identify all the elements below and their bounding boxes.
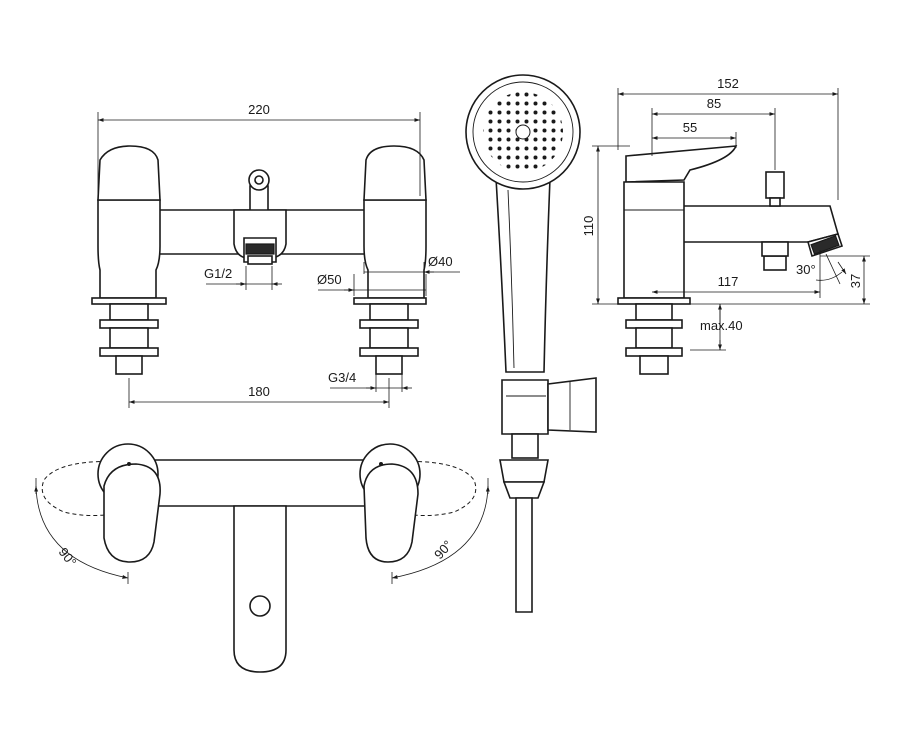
dim-deck-thickness: max.40 [700, 318, 743, 333]
right-lever-top [363, 463, 419, 563]
dim-spout-angle: 30° [796, 262, 816, 277]
dim-height: 110 [581, 216, 596, 237]
right-lever [363, 145, 427, 201]
dim-depth-spout-holder: 85 [707, 96, 721, 111]
top-view: 90° 90° [34, 443, 490, 673]
dim-spout-height: 37 [848, 274, 863, 288]
dim-centers: 180 [248, 384, 270, 399]
left-pillar [97, 199, 161, 299]
dim-inlet-thread: G3/4 [328, 370, 356, 385]
spout [679, 205, 839, 243]
left-lever [97, 145, 161, 201]
right-pillar [363, 199, 427, 299]
dim-rotation-right: 90° [431, 537, 455, 562]
side-view: 152 85 55 110 117 37 30° max.4 [581, 76, 870, 375]
dim-depth-handle: 55 [683, 120, 697, 135]
dim-depth-total: 152 [717, 76, 739, 91]
shower-hose [515, 497, 533, 613]
dim-outlet-thread: G1/2 [204, 266, 232, 281]
dim-diameter-base: Ø50 [317, 272, 342, 287]
shower-holder [501, 379, 549, 435]
dim-diameter-handle: Ø40 [428, 254, 453, 269]
dim-spout-projection: 117 [718, 274, 739, 289]
dim-rotation-left: 90° [56, 545, 80, 570]
front-view: 220 180 G1/2 Ø50 Ø40 G3/4 [91, 102, 460, 408]
hand-shower [465, 74, 597, 613]
dim-width-total: 220 [248, 102, 270, 117]
left-lever-top [103, 463, 161, 563]
